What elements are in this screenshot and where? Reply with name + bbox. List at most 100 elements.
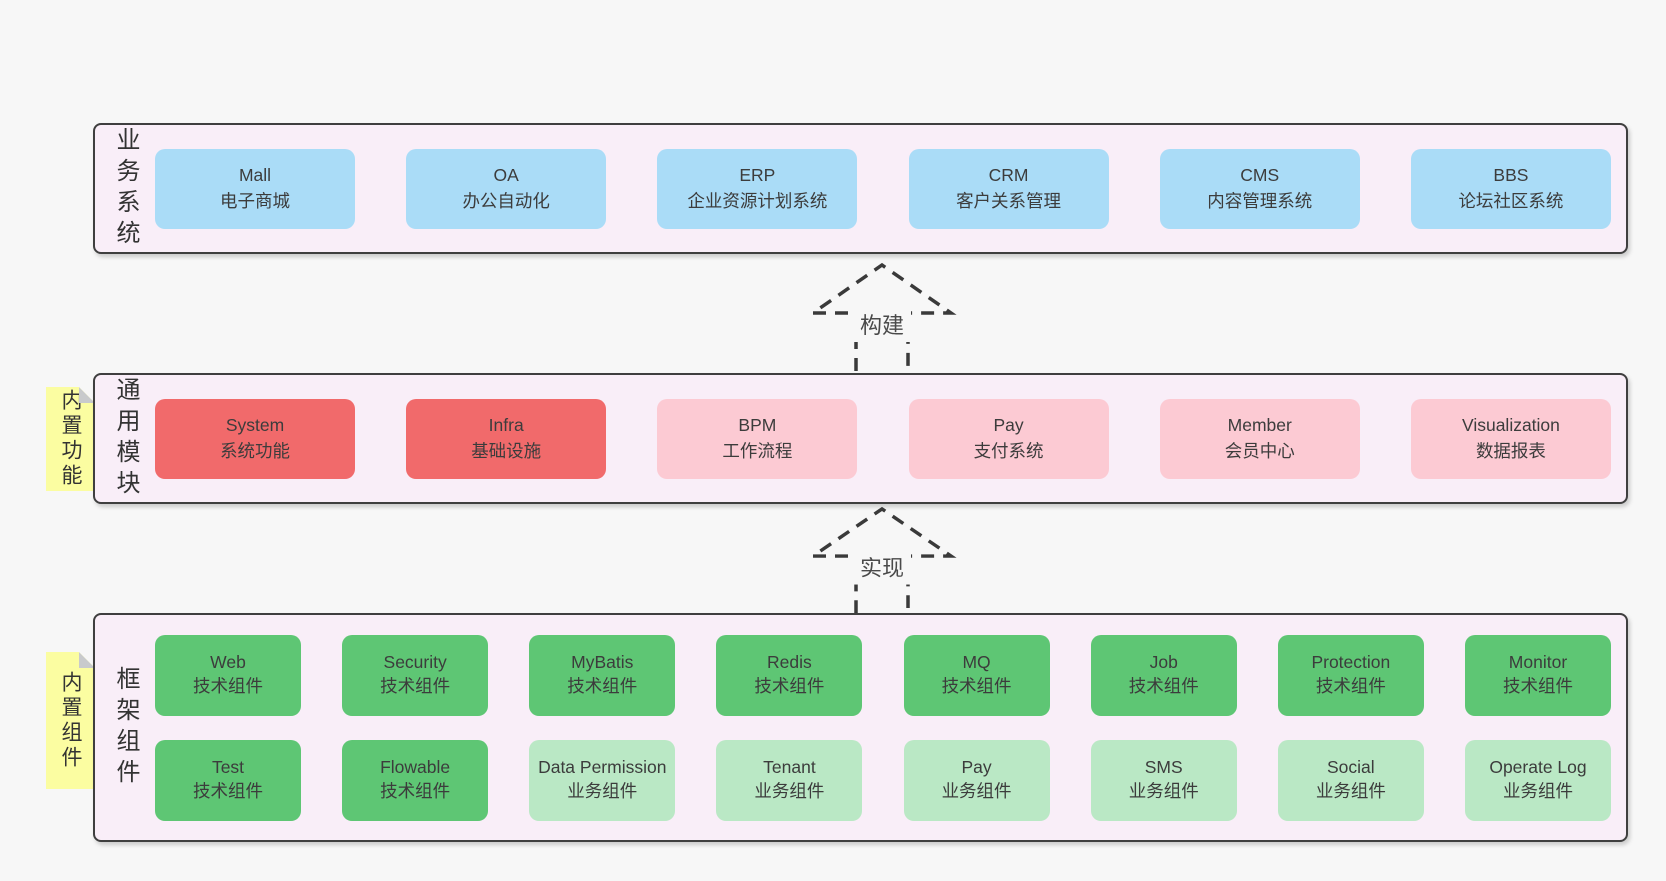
- node-title: SMS: [1144, 757, 1183, 778]
- framework-node-row-2: Test 技术组件 Flowable 技术组件 Data Permission …: [155, 739, 1611, 821]
- node-subtitle: 业务组件: [1128, 781, 1199, 801]
- node-pay-biz: Pay 业务组件: [903, 739, 1050, 821]
- node-cms: CMS 内容管理系统: [1159, 148, 1360, 229]
- layer-label-framework: 框架组件: [112, 665, 139, 790]
- node-mall: Mall 电子商城: [155, 148, 355, 229]
- node-subtitle: 技术组件: [380, 781, 451, 801]
- node-title: CMS: [1240, 165, 1280, 186]
- node-title: Social: [1327, 757, 1375, 778]
- node-subtitle: 会员中心: [1224, 440, 1295, 461]
- layer-label-modules: 通用模块: [112, 376, 139, 501]
- node-subtitle: 业务组件: [754, 781, 825, 801]
- node-subtitle: 业务组件: [941, 781, 1012, 801]
- node-title: CRM: [988, 165, 1029, 186]
- node-subtitle: 系统功能: [220, 440, 290, 461]
- node-title: Visualization: [1461, 415, 1560, 436]
- arrow-label: 构建: [860, 313, 904, 338]
- sticky-note-builtin-components: 内置组件: [46, 652, 95, 789]
- business-node-row: Mall 电子商城 OA 办公自动化 ERP 企业资源计划系统 CRM 客户关系…: [155, 148, 1611, 229]
- arrow-build: 构建: [807, 262, 957, 371]
- node-tenant: Tenant 业务组件: [716, 739, 863, 821]
- node-subtitle: 业务组件: [567, 781, 638, 801]
- node-title: System: [225, 415, 285, 436]
- sticky-note-builtin-features: 内置功能: [46, 387, 95, 491]
- node-protection: Protection 技术组件: [1277, 634, 1424, 716]
- node-bbs: BBS 论坛社区系统: [1410, 148, 1611, 229]
- node-title: Mall: [238, 165, 272, 186]
- node-subtitle: 基础设施: [471, 440, 542, 461]
- node-test: Test 技术组件: [155, 739, 301, 821]
- node-title: BPM: [738, 415, 777, 436]
- node-title: Web: [210, 652, 246, 673]
- node-subtitle: 论坛社区系统: [1458, 190, 1564, 211]
- node-title: Protection: [1311, 652, 1391, 673]
- node-social: Social 业务组件: [1277, 739, 1424, 821]
- node-title: Flowable: [380, 757, 451, 778]
- framework-node-row-1: Web 技术组件 Security 技术组件 MyBatis 技术组件 Redi…: [155, 634, 1611, 716]
- node-pay: Pay 支付系统: [908, 398, 1109, 479]
- node-subtitle: 技术组件: [380, 676, 451, 696]
- node-title: ERP: [739, 165, 776, 186]
- node-subtitle: 工作流程: [722, 440, 793, 461]
- layer-business-systems: 业务系统 Mall 电子商城 OA 办公自动化 ERP 企业资源计划系统 CRM…: [93, 123, 1628, 254]
- node-title: MyBatis: [571, 652, 634, 673]
- node-subtitle: 业务组件: [1315, 781, 1386, 801]
- node-crm: CRM 客户关系管理: [908, 148, 1109, 229]
- layer-framework-components: 框架组件 Web 技术组件 Security 技术组件 MyBatis 技术组件…: [93, 613, 1628, 842]
- node-data-permission: Data Permission 业务组件: [529, 739, 676, 821]
- node-subtitle: 内容管理系统: [1207, 190, 1313, 211]
- node-subtitle: 支付系统: [973, 440, 1044, 461]
- node-title: Pay: [993, 415, 1024, 436]
- node-title: Test: [211, 757, 245, 778]
- layer-common-modules: 通用模块 System 系统功能 Infra 基础设施 BPM 工作流程 Pay…: [93, 373, 1628, 504]
- modules-row-area: System 系统功能 Infra 基础设施 BPM 工作流程 Pay 支付系统…: [155, 398, 1611, 479]
- node-erp: ERP 企业资源计划系统: [657, 148, 858, 229]
- node-title: Infra: [488, 415, 524, 436]
- node-title: Job: [1149, 652, 1178, 673]
- node-title: Monitor: [1508, 652, 1568, 673]
- node-title: Data Permission: [538, 757, 667, 778]
- node-web: Web 技术组件: [155, 634, 301, 716]
- node-subtitle: 技术组件: [193, 781, 263, 801]
- node-title: Member: [1227, 415, 1292, 436]
- node-subtitle: 技术组件: [754, 676, 825, 696]
- node-title: MQ: [962, 652, 991, 673]
- node-subtitle: 办公自动化: [462, 190, 550, 211]
- node-member: Member 会员中心: [1159, 398, 1360, 479]
- arrow-label-background: [853, 309, 911, 342]
- node-subtitle: 客户关系管理: [956, 190, 1062, 211]
- node-title: Redis: [767, 652, 812, 673]
- node-subtitle: 业务组件: [1502, 781, 1573, 801]
- node-mq: MQ 技术组件: [903, 634, 1050, 716]
- node-mybatis: MyBatis 技术组件: [529, 634, 676, 716]
- node-operate-log: Operate Log 业务组件: [1464, 739, 1611, 821]
- node-monitor: Monitor 技术组件: [1464, 634, 1611, 716]
- sticky-note-text: 内置组件: [59, 670, 82, 771]
- node-title: OA: [493, 165, 519, 186]
- node-job: Job 技术组件: [1090, 634, 1237, 716]
- node-visualization: Visualization 数据报表: [1410, 398, 1611, 479]
- node-title: Operate Log: [1489, 757, 1587, 778]
- node-title: Pay: [961, 757, 992, 778]
- node-system: System 系统功能: [155, 398, 355, 479]
- node-subtitle: 数据报表: [1475, 440, 1546, 461]
- node-subtitle: 技术组件: [567, 676, 638, 696]
- node-security: Security 技术组件: [342, 634, 489, 716]
- node-subtitle: 技术组件: [193, 676, 263, 696]
- node-subtitle: 技术组件: [1315, 676, 1386, 696]
- arrow-implement: 实现: [807, 506, 957, 613]
- layer-label-business: 业务系统: [112, 126, 139, 251]
- node-subtitle: 技术组件: [941, 676, 1012, 696]
- node-flowable: Flowable 技术组件: [342, 739, 489, 821]
- node-infra: Infra 基础设施: [406, 398, 607, 479]
- node-subtitle: 企业资源计划系统: [687, 190, 828, 211]
- arrow-label: 实现: [860, 556, 904, 581]
- node-subtitle: 电子商城: [220, 190, 290, 211]
- node-oa: OA 办公自动化: [406, 148, 607, 229]
- business-row-area: Mall 电子商城 OA 办公自动化 ERP 企业资源计划系统 CRM 客户关系…: [155, 148, 1611, 229]
- node-subtitle: 技术组件: [1128, 676, 1199, 696]
- modules-node-row: System 系统功能 Infra 基础设施 BPM 工作流程 Pay 支付系统…: [155, 398, 1611, 479]
- node-title: Security: [383, 652, 447, 673]
- sticky-note-text: 内置功能: [59, 389, 82, 489]
